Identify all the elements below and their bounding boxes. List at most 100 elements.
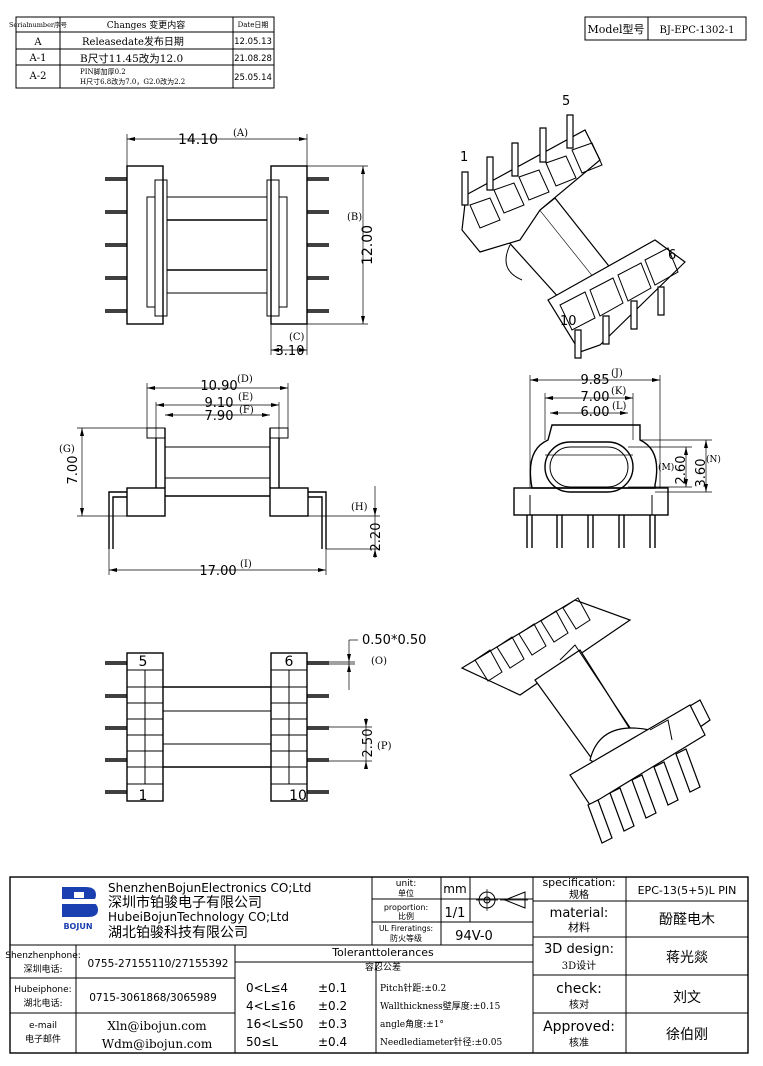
unit-label-cn: 单位 (398, 888, 414, 898)
dimension-tag: (J) (611, 368, 623, 379)
tolerance-value: ±0.2 (318, 999, 347, 1013)
dimension-value: 2.50 (361, 729, 376, 758)
dimension-value: 6.00 (581, 405, 610, 420)
dimension-value: 7.00 (581, 390, 610, 405)
pin-label: 10 (560, 314, 577, 329)
dimension-tag: (C) (289, 332, 305, 343)
company-name-en: ShenzhenBojunElectronics CO;Ltd (108, 881, 311, 895)
isometric-view-top: 1 5 6 10 (460, 94, 686, 359)
dimension-tag: (H) (351, 502, 368, 513)
contact-label: Shenzhenphone: (5, 951, 81, 961)
contact-value: 0715-3061868/3065989 (89, 992, 217, 1004)
dimension-tag: (D) (237, 374, 253, 385)
dimension-tag: (B) (347, 212, 362, 223)
title-block: BOJUN ShenzhenBojunElectronics CO;Ltd 深圳… (5, 876, 749, 1054)
tolerance-value: ±0.1 (318, 981, 347, 995)
model-label: Model型号 (588, 22, 645, 36)
approved-label: Approved: (543, 1019, 615, 1035)
dimension-value: 2.60 (674, 456, 689, 485)
material-value: 酚醛电木 (659, 912, 715, 928)
pin-label: 10 (289, 788, 307, 804)
contact-label-cn: 湖北电话: (23, 997, 62, 1009)
dimension-value: 17.00 (199, 564, 236, 579)
bottom-view: 5 6 1 10 0.50*0.50 (O) 2.50 (P) (105, 633, 426, 804)
dimension-tag: (O) (371, 656, 387, 667)
spec-value: EPC-13(5+5)L PIN (638, 884, 737, 897)
revision-date: 25.05.14 (234, 73, 272, 83)
unit-value: mm (443, 882, 466, 896)
dimension-value: 3.10 (276, 344, 305, 359)
dimension-tag: (N) (706, 454, 721, 465)
pin-label: 6 (668, 248, 676, 263)
pin-label: 6 (285, 654, 294, 670)
dimension-value: 7.00 (66, 456, 81, 485)
dimension-value: 12.00 (360, 225, 376, 265)
revision-change: Releasedate发布日期 (82, 35, 184, 48)
tolerance-range: 50≤L (246, 1035, 278, 1049)
tolerance-range: 16<L≤50 (246, 1017, 303, 1031)
company-name-cn: 深圳市铂骏电子有限公司 (108, 894, 262, 911)
dimension-tag: (I) (240, 559, 252, 570)
dimension-value: 7.90 (205, 409, 234, 424)
projection-symbol-icon (476, 889, 528, 911)
dimension-tag: (A) (233, 128, 248, 139)
proportion-value: 1/1 (445, 906, 466, 921)
contact-label: Hubeiphone: (14, 985, 71, 995)
bojun-logo: BOJUN (56, 887, 100, 931)
dimension-tag: (F) (239, 405, 254, 416)
tolerance-value: ±0.4 (318, 1035, 347, 1049)
revision-date: 12.05.13 (234, 37, 272, 47)
company-name-cn: 湖北铂骏科技有限公司 (108, 925, 248, 941)
email-label: e-mail (29, 1021, 57, 1031)
dimension-tag: (M) (658, 462, 674, 473)
email-value: Wdm@ibojun.com (102, 1037, 213, 1051)
dimension-tag: (E) (238, 392, 253, 403)
dimension-tag: (G) (59, 444, 75, 455)
proportion-label: proportion: (384, 903, 428, 912)
dimension-value: 9.85 (581, 373, 610, 388)
dimension-value: 2.20 (369, 523, 384, 552)
ul-label: UL Fireratings: (379, 924, 433, 933)
design-value: 蒋光燚 (666, 950, 708, 966)
revision-header-serial: Serialnumber序号 (9, 20, 68, 29)
approved-label-cn: 核准 (569, 1036, 589, 1049)
material-label-cn: 材料 (568, 920, 590, 934)
design-label: 3D design: (544, 942, 614, 957)
email-value: Xln@ibojun.com (107, 1019, 207, 1033)
top-view: 14.10 (A) 12.00 (B) 3.10 (C) (105, 128, 376, 359)
contact-label-cn: 深圳电话: (23, 963, 62, 975)
revision-change: PIN脚加厚0.2 (80, 67, 126, 76)
dimension-value: 3.60 (694, 459, 709, 488)
revision-serial: A-2 (29, 71, 47, 82)
tolerance-note: Pitch针距:±0.2 (380, 982, 446, 994)
contact-value: 0755-27155110/27155392 (88, 958, 229, 970)
tolerance-range: 4<L≤16 (246, 999, 296, 1013)
dimension-value: 14.10 (178, 132, 218, 148)
tolerance-note: Needlediameter针径:±0.05 (380, 1036, 502, 1048)
revision-header-date: Date日期 (238, 21, 269, 29)
pin-label: 1 (139, 788, 148, 804)
ul-label-cn: 防火等级 (390, 933, 422, 943)
tolerance-value: ±0.3 (318, 1017, 347, 1031)
dimension-tag: (K) (611, 386, 626, 397)
check-label-cn: 核对 (569, 998, 589, 1011)
revision-date: 21.08.28 (234, 54, 272, 64)
check-value: 刘文 (673, 990, 701, 1006)
unit-label: unit: (396, 879, 416, 889)
proportion-label-cn: 比例 (398, 911, 414, 921)
front-view: 10.90 (D) 9.10 (E) 7.90 (F) 7.00 (G) 2.2… (59, 374, 384, 579)
check-label: check: (556, 981, 602, 997)
pin-label: 5 (139, 654, 148, 670)
tolerance-range: 0<L≤4 (246, 981, 288, 995)
revision-change: H尺寸6.8改为7.0，G2.0改为2.2 (80, 77, 185, 86)
tolerance-title-cn: 容忍公差 (365, 961, 401, 973)
dimension-tag: (P) (377, 741, 392, 752)
revision-serial: A (33, 37, 42, 48)
company-name-en: HubeiBojunTechnology CO;Ltd (108, 910, 289, 924)
spec-label: specification: (542, 876, 615, 889)
logo-text: BOJUN (63, 922, 92, 931)
revision-table: Serialnumber序号 Changes 变更内容 Date日期 A Rel… (9, 16, 275, 89)
spec-label-cn: 规格 (569, 888, 589, 901)
tolerance-title: Toleranttolerances (331, 946, 434, 959)
